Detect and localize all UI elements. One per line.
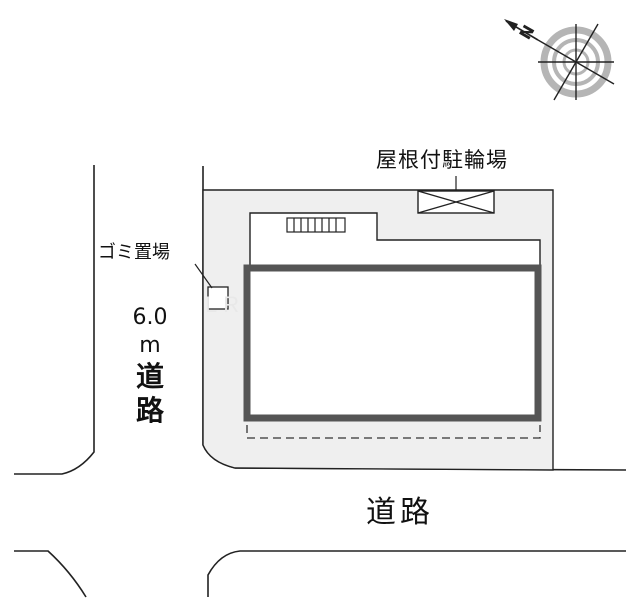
garbage-area-leader [194,263,213,289]
stairs-icon [286,217,346,233]
dashed-boundary [246,425,541,439]
garbage-area-icon [207,286,229,310]
bicycle-parking-icon [417,190,495,214]
compass-icon [504,19,615,101]
left-road-edge [14,165,95,475]
road-left-word-2: 路 [135,394,164,427]
road-left-unit: m [139,333,161,358]
road-left-word-1: 道 [135,360,164,393]
compass-north-label: N [515,22,538,43]
road-left-width: 6.0 [132,305,168,330]
label-road-bottom: 道路 [366,495,434,530]
label-garbage-area: ゴミ置場 [98,242,170,263]
bottom-road-far-edge-right [207,550,626,597]
label-road-left: 6.0 m 道 路 [128,304,172,428]
bottom-road-far-edge-left [14,550,87,598]
watermark: LR [205,292,246,317]
label-roofed-bicycle-parking: 屋根付駐輪場 [376,148,508,172]
main-building [243,264,542,422]
